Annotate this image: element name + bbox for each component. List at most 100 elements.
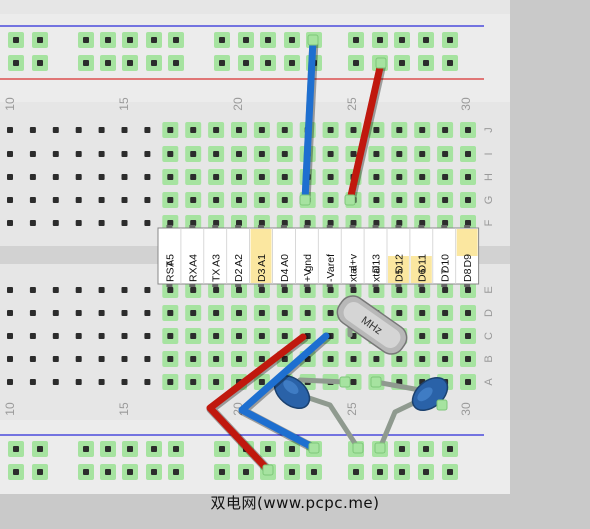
hole[interactable] [377, 37, 383, 43]
hole[interactable] [127, 469, 133, 475]
hole[interactable] [258, 127, 265, 133]
hole[interactable] [7, 174, 13, 180]
hole[interactable] [304, 310, 311, 316]
hole[interactable] [243, 37, 249, 43]
hole[interactable] [396, 310, 403, 316]
hole[interactable] [13, 60, 19, 66]
hole[interactable] [281, 333, 288, 339]
hole[interactable] [213, 310, 220, 316]
hole[interactable] [7, 310, 13, 316]
hole[interactable] [190, 151, 197, 157]
hole[interactable] [442, 310, 449, 316]
hole[interactable] [258, 356, 265, 362]
hole[interactable] [213, 356, 220, 362]
hole[interactable] [442, 220, 449, 226]
hole[interactable] [121, 333, 128, 339]
hole[interactable] [396, 127, 403, 133]
hole[interactable] [419, 333, 426, 339]
hole[interactable] [144, 197, 151, 203]
hole[interactable] [98, 127, 105, 133]
hole[interactable] [144, 379, 151, 385]
hole[interactable] [7, 197, 13, 203]
hole[interactable] [281, 287, 288, 293]
hole[interactable] [281, 197, 288, 203]
hole[interactable] [243, 60, 249, 66]
hole[interactable] [442, 127, 449, 133]
hole[interactable] [213, 220, 220, 226]
hole[interactable] [167, 356, 174, 362]
hole[interactable] [121, 356, 128, 362]
hole[interactable] [447, 469, 453, 475]
hole[interactable] [167, 220, 174, 226]
hole[interactable] [75, 310, 82, 316]
hole[interactable] [373, 174, 380, 180]
hole[interactable] [327, 151, 334, 157]
hole[interactable] [98, 151, 105, 157]
hole[interactable] [350, 287, 357, 293]
hole[interactable] [7, 151, 13, 157]
hole[interactable] [327, 220, 334, 226]
hole[interactable] [419, 220, 426, 226]
hole[interactable] [399, 60, 405, 66]
hole[interactable] [29, 220, 36, 226]
hole[interactable] [52, 220, 59, 226]
blue-chevron-wire[interactable] [238, 332, 330, 452]
hole[interactable] [258, 287, 265, 293]
hole[interactable] [13, 446, 19, 452]
hole[interactable] [121, 220, 128, 226]
hole[interactable] [327, 197, 334, 203]
hole[interactable] [447, 446, 453, 452]
hole[interactable] [7, 356, 13, 362]
hole[interactable] [52, 197, 59, 203]
hole[interactable] [127, 37, 133, 43]
hole[interactable] [258, 379, 265, 385]
hole[interactable] [190, 287, 197, 293]
hole[interactable] [121, 151, 128, 157]
hole[interactable] [219, 446, 225, 452]
hole[interactable] [442, 197, 449, 203]
hole[interactable] [29, 174, 36, 180]
hole[interactable] [447, 37, 453, 43]
hole[interactable] [52, 151, 59, 157]
hole[interactable] [258, 310, 265, 316]
hole[interactable] [396, 356, 403, 362]
hole[interactable] [105, 37, 111, 43]
hole[interactable] [213, 174, 220, 180]
wire-endpoint[interactable] [308, 442, 320, 454]
hole[interactable] [190, 174, 197, 180]
hole[interactable] [465, 379, 471, 385]
hole[interactable] [105, 446, 111, 452]
hole[interactable] [7, 127, 13, 133]
hole[interactable] [447, 60, 453, 66]
hole[interactable] [373, 151, 380, 157]
microcontroller-chip[interactable]: A5RSTA4RXA3TXA2D2A1D3A0D4gnd+Varef-Va+vx… [157, 225, 480, 287]
hole[interactable] [167, 310, 174, 316]
hole[interactable] [419, 151, 426, 157]
hole[interactable] [327, 174, 334, 180]
hole[interactable] [13, 37, 19, 43]
hole[interactable] [52, 310, 59, 316]
hole[interactable] [37, 446, 43, 452]
hole[interactable] [399, 469, 405, 475]
hole[interactable] [396, 197, 403, 203]
hole[interactable] [151, 446, 157, 452]
hole[interactable] [396, 287, 403, 293]
hole[interactable] [83, 37, 89, 43]
blue-jumper-wire[interactable] [301, 36, 317, 204]
wire-endpoint[interactable] [344, 194, 356, 206]
hole[interactable] [75, 174, 82, 180]
hole[interactable] [465, 310, 471, 316]
hole[interactable] [173, 37, 179, 43]
hole[interactable] [144, 174, 151, 180]
red-jumper-wire[interactable] [346, 59, 385, 204]
hole[interactable] [373, 197, 380, 203]
hole[interactable] [7, 379, 13, 385]
hole[interactable] [350, 379, 357, 385]
hole[interactable] [289, 60, 295, 66]
hole[interactable] [167, 379, 174, 385]
hole[interactable] [37, 60, 43, 66]
hole[interactable] [236, 151, 242, 157]
hole[interactable] [236, 127, 242, 133]
hole[interactable] [190, 220, 197, 226]
hole[interactable] [151, 60, 157, 66]
